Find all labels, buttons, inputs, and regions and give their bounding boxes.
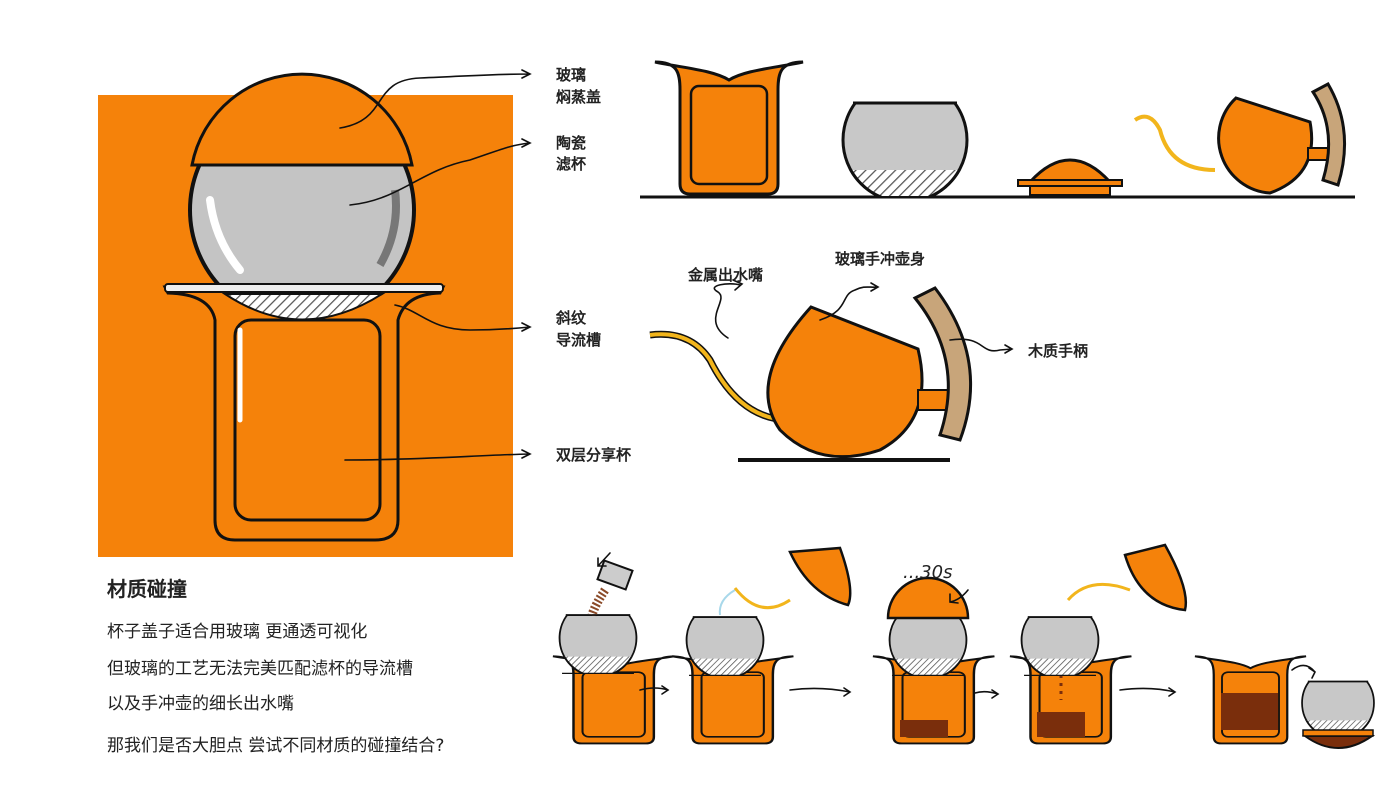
callouts: 玻璃 焖蒸盖 陶瓷 滤杯 斜纹 导流槽 双层分享杯 (339, 66, 632, 464)
description-line: 杯子盖子适合用玻璃 更通透可视化 (107, 622, 367, 642)
label-filter-2: 滤杯 (556, 155, 587, 173)
exploded-parts (640, 60, 1355, 202)
label-handle: 木质手柄 (1027, 342, 1088, 360)
timer-label: ...30s (903, 562, 952, 583)
step-2 (670, 546, 852, 745)
label-groove-1: 斜纹 (555, 309, 587, 327)
kettle-illustration: 金属出水嘴 玻璃手冲壶身 木质手柄 (649, 250, 1088, 462)
heading: 材质碰撞 (107, 577, 187, 601)
description-line: 那我们是否大胆点 尝试不同材质的碰撞结合? (107, 736, 444, 756)
step-3: ...30s (871, 562, 996, 745)
label-groove-2: 导流槽 (556, 331, 601, 349)
description-line: 但玻璃的工艺无法完美匹配滤杯的导流槽 (107, 659, 413, 679)
step-1 (551, 552, 676, 745)
label-filter-1: 陶瓷 (556, 134, 586, 152)
label-cup: 双层分享杯 (556, 446, 632, 464)
label-lid-1: 玻璃 (556, 66, 586, 84)
brewing-steps: ...30s (551, 543, 1376, 749)
label-lid-2: 焖蒸盖 (556, 88, 601, 106)
step-5 (1193, 655, 1376, 749)
description-line: 以及手冲壶的细长出水嘴 (107, 694, 294, 714)
step-4 (1008, 543, 1187, 745)
label-spout: 金属出水嘴 (687, 266, 763, 284)
description: 材质碰撞 杯子盖子适合用玻璃 更通透可视化 但玻璃的工艺无法完美匹配滤杯的导流槽… (107, 577, 444, 756)
label-body: 玻璃手冲壶身 (835, 250, 925, 268)
hero-illustration (98, 72, 513, 557)
